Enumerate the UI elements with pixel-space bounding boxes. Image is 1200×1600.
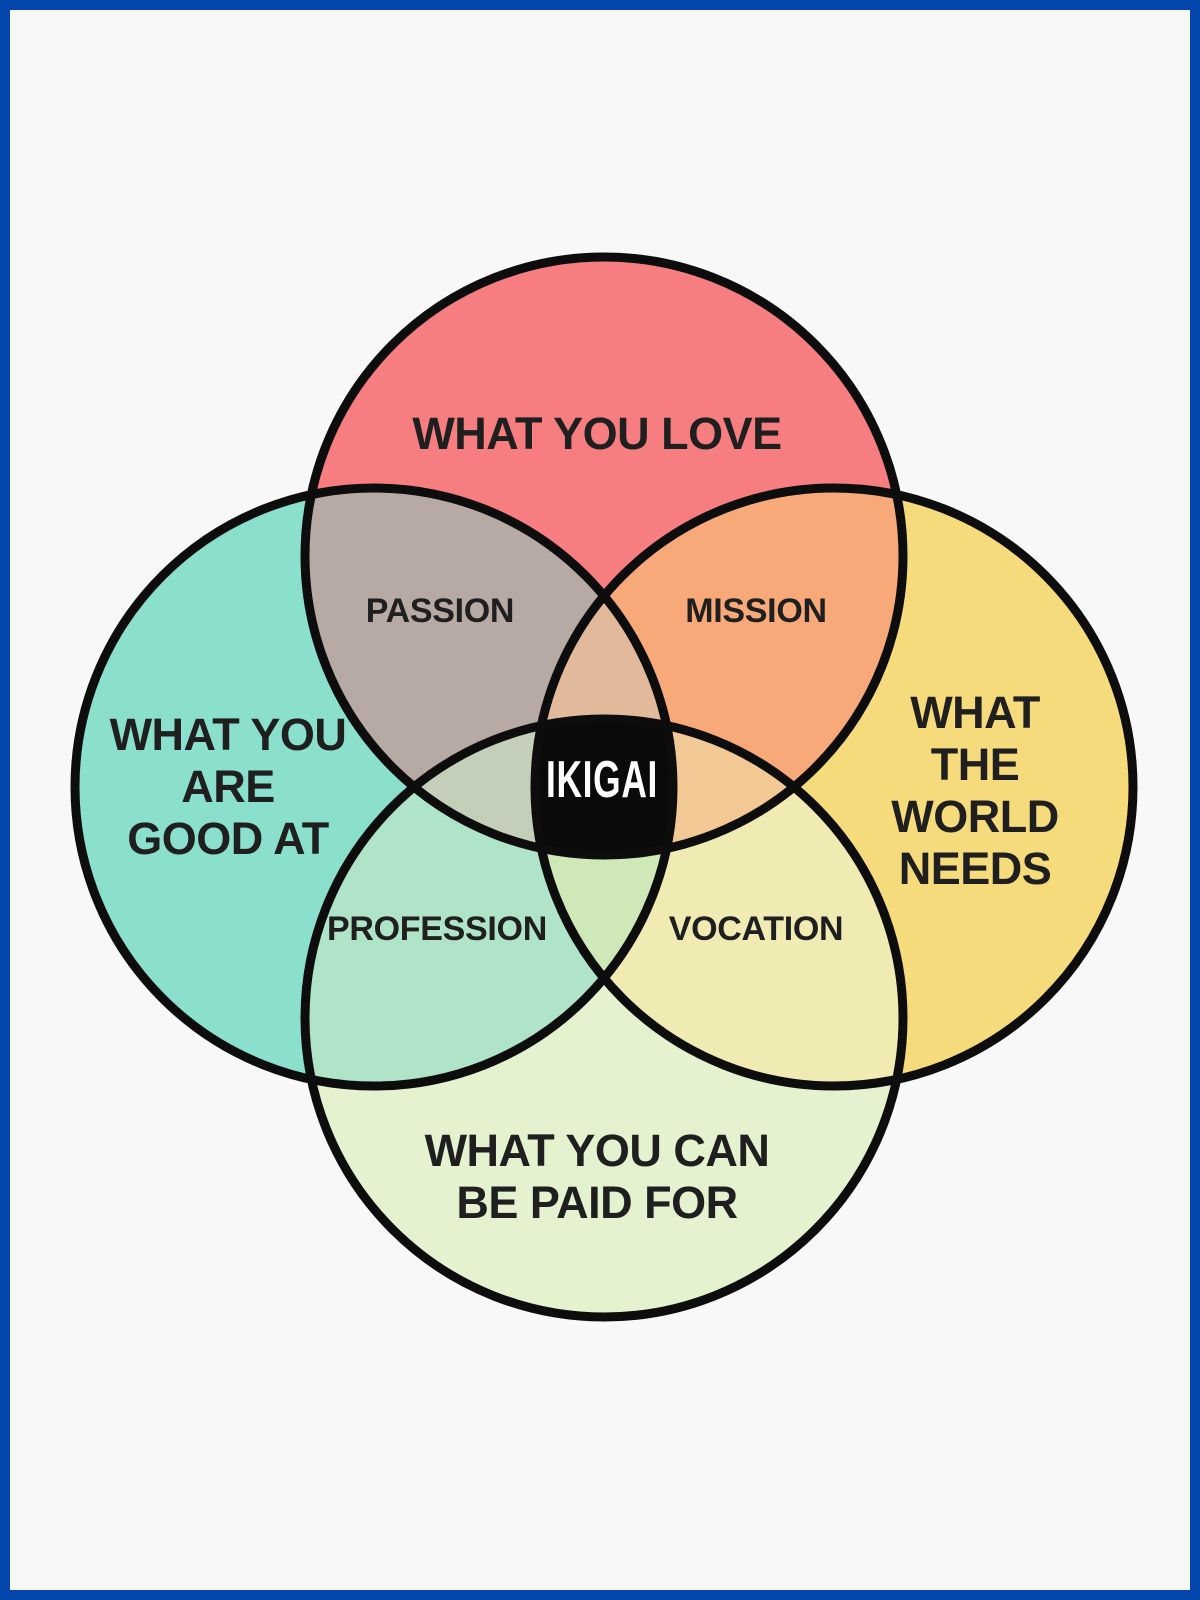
label-what-the-world-needs-line2: THE: [931, 739, 1020, 790]
label-what-you-are-good-at-line2: ARE: [181, 761, 275, 812]
label-what-the-world-needs-line4: NEEDS: [899, 843, 1052, 894]
label-mission: MISSION: [685, 592, 826, 630]
label-what-the-world-needs-line1: WHAT: [910, 687, 1040, 738]
label-what-the-world-needs-line3: WORLD: [891, 791, 1058, 842]
label-what-you-are-good-at-line1: WHAT YOU: [110, 709, 347, 760]
outline-left-circle: [70, 483, 678, 1091]
outline-bottom-circle: [300, 714, 908, 1322]
label-what-you-love: WHAT YOU LOVE: [412, 408, 781, 459]
outline-right-circle: [530, 483, 1138, 1091]
label-ikigai: IKIGAI: [546, 751, 658, 808]
label-profession: PROFESSION: [327, 910, 547, 948]
label-vocation: VOCATION: [669, 910, 844, 948]
labels: WHAT YOU LOVE WHAT YOU ARE GOOD AT WHAT …: [110, 408, 1060, 1228]
label-passion: PASSION: [366, 592, 514, 630]
label-what-you-are-good-at-line3: GOOD AT: [127, 813, 328, 864]
label-what-you-can-be-paid-for-line2: BE PAID FOR: [456, 1177, 737, 1228]
label-what-you-can-be-paid-for-line1: WHAT YOU CAN: [425, 1125, 770, 1176]
outline-top-circle: [300, 252, 908, 860]
circle-outlines: [70, 252, 1138, 1322]
